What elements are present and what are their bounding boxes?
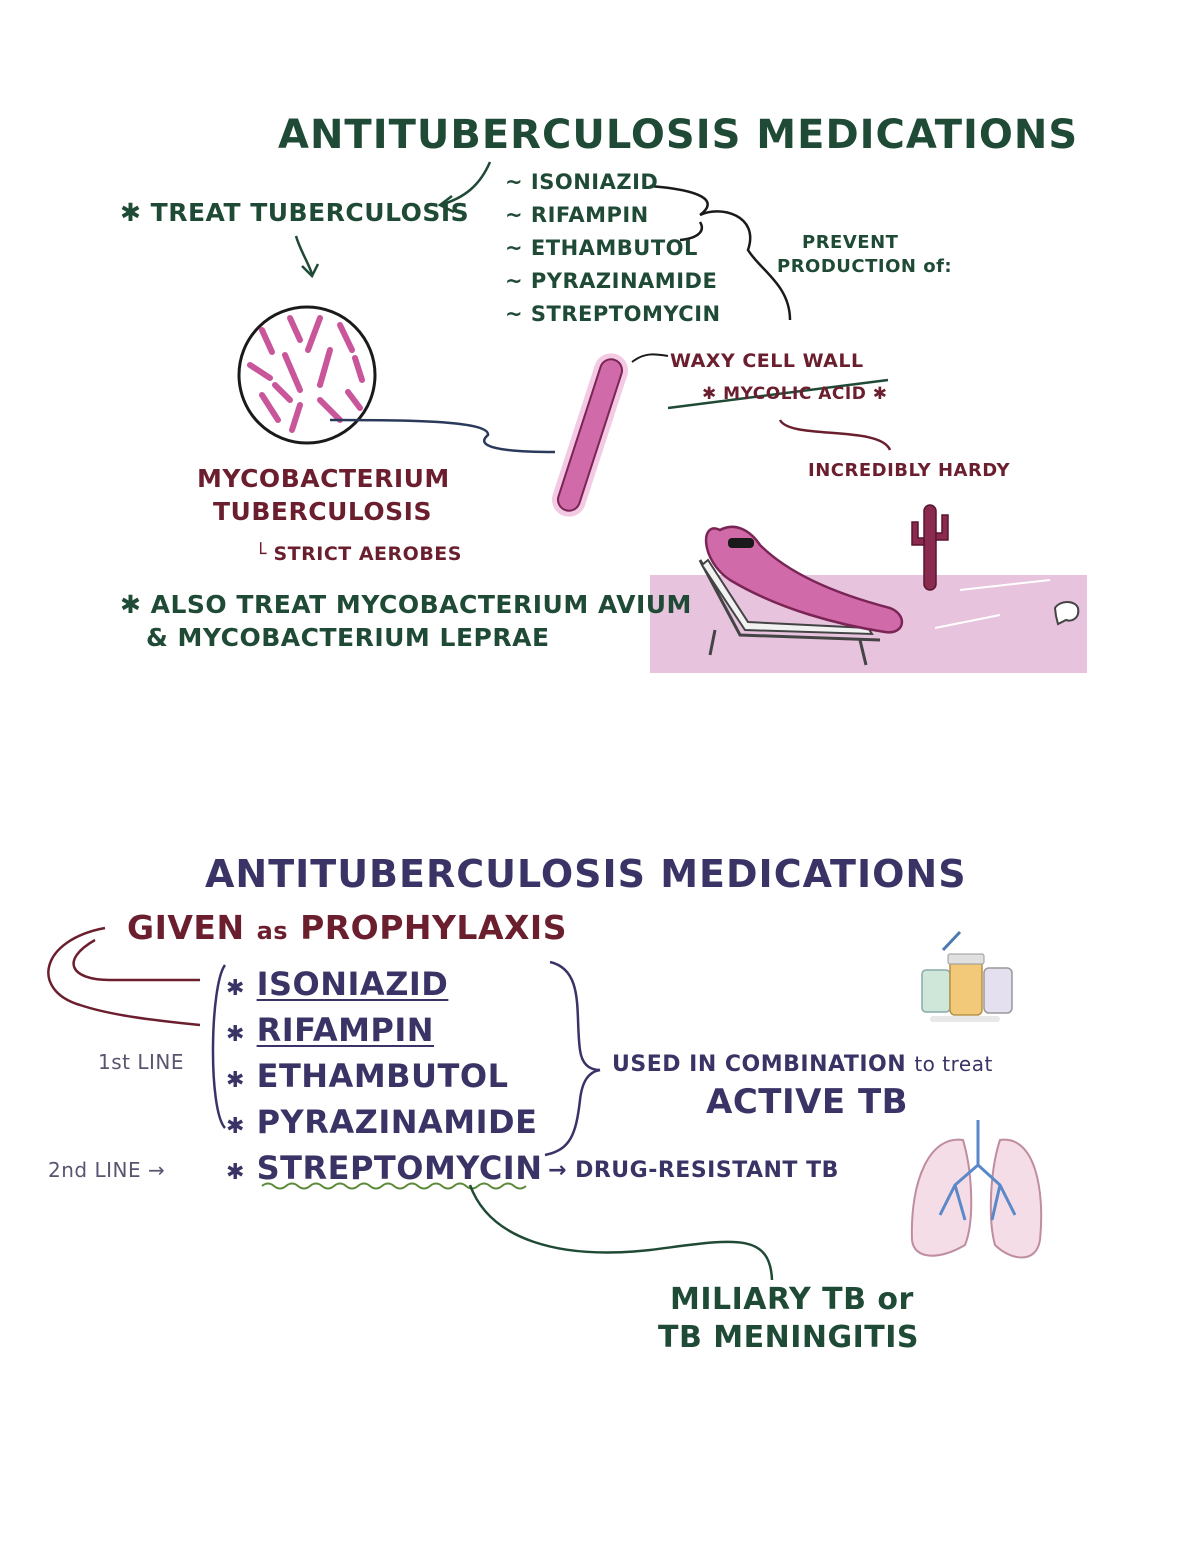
prophylaxis-curve-inner — [72, 938, 200, 982]
meningitis-label: TB MENINGITIS — [658, 1320, 920, 1355]
classification-title: ANTITUBERCULOSIS MEDICATIONS — [205, 852, 967, 896]
drug-row-pyrazinamide: ✱ PYRAZINAMIDE — [226, 1103, 538, 1141]
given-word: GIVEN — [127, 908, 245, 947]
waxy-cell-wall-label: WAXY CELL WALL — [670, 350, 864, 372]
asterisk-icon: ✱ — [226, 1114, 245, 1139]
pointer-mycolic-hardy — [778, 419, 892, 451]
medicine-bottles-icon — [921, 930, 1013, 1022]
miliary-label: MILIARY TB or — [670, 1282, 914, 1317]
drug-item: ~ ETHAMBUTOL — [505, 236, 698, 260]
first-line-label: 1st LINE — [98, 1050, 184, 1074]
combination-label: USED IN COMBINATION to treat — [612, 1052, 993, 1077]
prophylaxis-curve-outer — [47, 926, 201, 1027]
asterisk-icon: ✱ — [226, 1022, 245, 1047]
drug-item: ~ PYRAZINAMIDE — [505, 269, 718, 293]
arrow-treat-to-circle — [294, 235, 314, 275]
active-tb-label: ACTIVE TB — [706, 1082, 909, 1122]
lungs-icon — [910, 1120, 1043, 1259]
brace-drugs-prevent — [649, 184, 792, 321]
second-line-label: 2nd LINE → — [48, 1158, 166, 1182]
magnified-bacteria-circle — [237, 305, 377, 445]
rod-bacterium — [551, 353, 629, 517]
prophylaxis-word: PROPHYLAXIS — [300, 908, 567, 947]
as-word: as — [256, 917, 289, 945]
connector-to-miliary — [468, 1184, 774, 1281]
combination-brace — [544, 960, 601, 1157]
treat-tb-note: ✱ TREAT TUBERCULOSIS — [120, 198, 470, 227]
drug-row-streptomycin: ✱ STREPTOMYCIN — [226, 1149, 543, 1187]
organism-name-2: TUBERCULOSIS — [213, 497, 432, 526]
corner-arrow-icon: └ — [255, 543, 274, 565]
also-treat-note: ✱ ALSO TREAT MYCOBACTERIUM AVIUM — [120, 590, 692, 619]
mycolic-acid-label: ✱ MYCOLIC ACID ✱ — [702, 384, 888, 404]
desert-scene — [650, 504, 1087, 673]
streptomycin-wavy-underline — [261, 1182, 527, 1190]
drug-item: ~ RIFAMPIN — [505, 203, 649, 227]
prevent-label-2: PRODUCTION of: — [777, 256, 953, 277]
organism-name: MYCOBACTERIUM — [197, 464, 450, 493]
drug-row-rifampin: ✱ RIFAMPIN — [226, 1011, 435, 1049]
asterisk-icon: ✱ — [226, 1160, 245, 1185]
asterisk-icon: ✱ — [226, 1068, 245, 1093]
mycolic-strike — [667, 378, 889, 410]
asterisk-icon: ✱ — [226, 976, 245, 1001]
drug-item: ~ ISONIAZID — [505, 170, 659, 194]
prophylaxis-heading: GIVEN as PROPHYLAXIS — [127, 908, 567, 947]
first-line-bracket — [211, 964, 227, 1129]
classification-illustration — [47, 926, 1043, 1281]
overview-illustration — [237, 161, 1087, 673]
drug-resistant-label: → DRUG-RESISTANT TB — [548, 1158, 839, 1183]
prevent-label: PREVENT — [802, 232, 899, 253]
pointer-waxy — [631, 353, 669, 363]
arrow-title-to-treat — [439, 161, 492, 207]
overview-title: ANTITUBERCULOSIS MEDICATIONS — [278, 112, 1079, 158]
strict-aerobes-label: └ STRICT AEROBES — [255, 543, 462, 565]
panel-overview: ANTITUBERCULOSIS MEDICATIONS ✱ TREAT TUB… — [0, 0, 1200, 700]
connector-circle-to-rod — [329, 418, 556, 454]
drug-row-isoniazid: ✱ ISONIAZID — [226, 965, 449, 1003]
drug-row-ethambutol: ✱ ETHAMBUTOL — [226, 1057, 509, 1095]
hardy-label: INCREDIBLY HARDY — [808, 460, 1010, 481]
panel-classification: ANTITUBERCULOSIS MEDICATIONS GIVEN as PR… — [0, 820, 1200, 1380]
also-treat-note-2: & MYCOBACTERIUM LEPRAE — [146, 623, 550, 652]
drug-item: ~ STREPTOMYCIN — [505, 302, 721, 326]
